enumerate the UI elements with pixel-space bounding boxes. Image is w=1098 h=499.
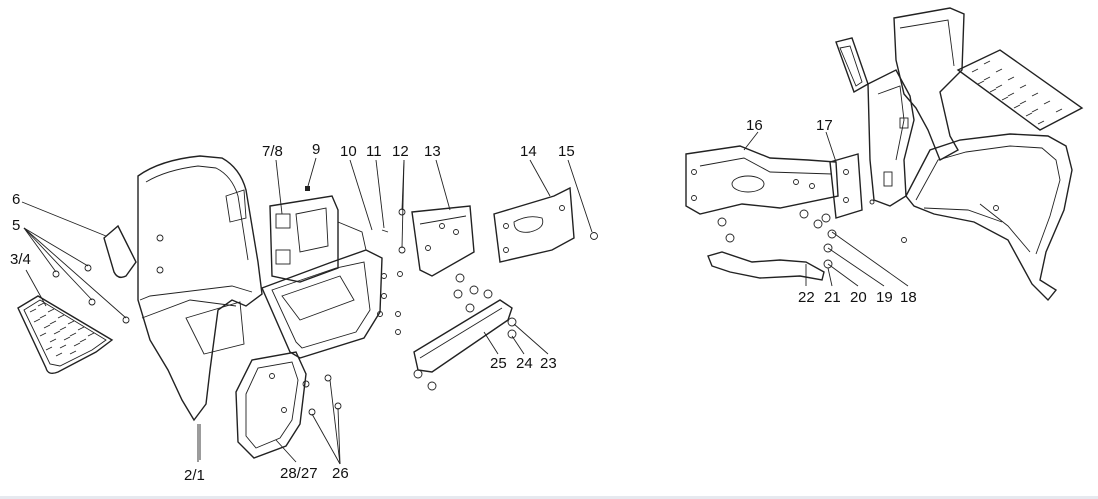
leader-lines: [21, 131, 909, 465]
part-small-cover: [103, 224, 137, 279]
part-screw-column: [377, 271, 403, 335]
callout-10: 10: [340, 143, 357, 160]
part-grip-plate-right: [956, 49, 1084, 131]
callout-28-27: 28/27: [280, 465, 318, 482]
callout-24: 24: [516, 355, 533, 372]
part-strap-22: [707, 251, 825, 281]
callout-5: 5: [12, 217, 20, 234]
callout-26: 26: [332, 465, 349, 482]
callout-21: 21: [824, 289, 841, 306]
callout-22: 22: [798, 289, 815, 306]
part-bolt-15: [590, 232, 598, 240]
callout-17: 17: [816, 117, 833, 134]
part-plate-14: [493, 186, 575, 263]
part-assembled-fender: [867, 7, 1073, 302]
callout-23: 23: [540, 355, 557, 372]
part-long-bracket-16: [685, 145, 839, 215]
callout-11: 11: [366, 143, 382, 160]
callout-7-8: 7/8: [262, 143, 283, 160]
callout-2-1: 2/1: [184, 467, 205, 484]
part-side-panel: [269, 195, 339, 283]
callout-6: 6: [12, 191, 20, 208]
bottom-border: [0, 496, 1098, 499]
part-grip-plate-left: [17, 295, 114, 375]
callout-16: 16: [746, 117, 763, 134]
part-bolt-9: [305, 157, 317, 191]
callout-19: 19: [876, 289, 893, 306]
callout-labels: 2/1 3/4 5 6 7/8 9 10 11 12 13 14 15 16 1…: [10, 117, 917, 484]
callout-3-4: 3/4: [10, 251, 31, 268]
part-main-fender: [137, 155, 263, 460]
part-small-cover-right: [835, 37, 869, 94]
part-footrest-tray: [261, 221, 383, 359]
callout-20: 20: [850, 289, 867, 306]
callout-15: 15: [558, 143, 575, 160]
callout-18: 18: [900, 289, 917, 306]
part-bracket-13: [398, 205, 475, 277]
part-screws-26: [302, 374, 342, 416]
callout-12: 12: [392, 143, 409, 160]
part-plate-17: [829, 153, 863, 219]
callout-13: 13: [424, 143, 441, 160]
grip-plate-slots: [29, 302, 95, 357]
callout-14: 14: [520, 143, 537, 160]
part-nuts-23-24: [413, 273, 517, 391]
part-screws-5: [52, 264, 130, 324]
callout-9: 9: [312, 141, 320, 158]
callout-25: 25: [490, 355, 507, 372]
part-pin-11: [381, 229, 389, 233]
part-nuts-18-21: [717, 209, 907, 269]
part-footrest-step: [235, 351, 307, 459]
